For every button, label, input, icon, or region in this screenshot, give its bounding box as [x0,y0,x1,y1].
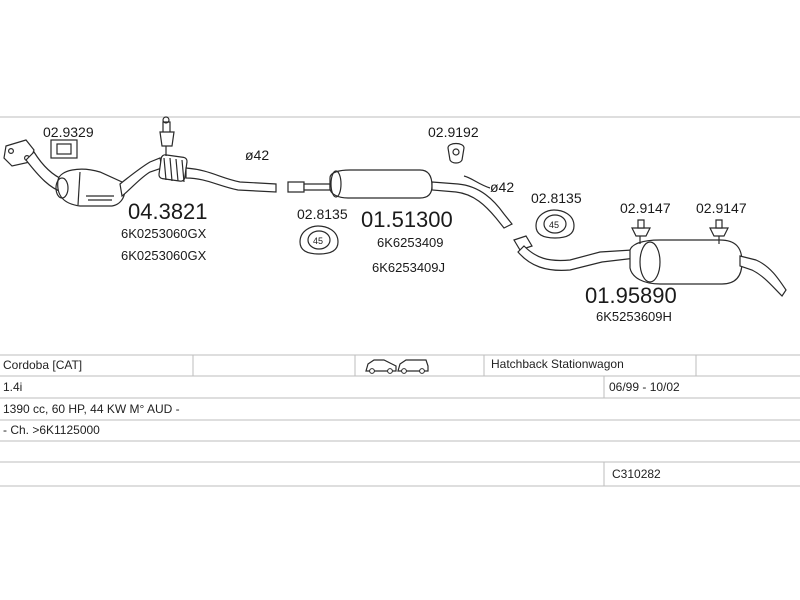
middle-ref-1: 6K6253409 [377,235,444,250]
rear-clamp-size: 45 [549,220,559,230]
middle-code: 01.51300 [361,207,453,232]
catalytic-converter [57,168,126,207]
rear-ref-1: 6K5253609H [596,309,672,324]
engine-specs: 1390 cc, 60 HP, 44 KW M° AUD - [3,402,180,416]
diameter-mid: ø42 [490,179,514,195]
clamp-icon-rear: 45 [535,209,575,239]
catalyst-code: 04.3821 [128,199,208,224]
rear-section: 02.9147 02.9147 45 02.8135 01.95890 6K52… [513,190,787,324]
middle-silencer [329,169,433,199]
middle-section: 02.9192 ø42 45 02.8135 01.51300 6K625340… [287,124,514,275]
gasket-icon [50,139,78,159]
catalog-code: C310282 [612,467,661,481]
rear-code: 01.95890 [585,283,677,308]
hanger-icon-2 [709,219,729,244]
catalyst-ref-1: 6K0253060GX [121,226,207,241]
rear-clamp-code: 02.8135 [531,190,582,206]
catalyst-ref-2: 6K0253060GX [121,248,207,263]
lambda-sensor-icon [159,116,175,156]
hanger-1-code: 02.9147 [620,200,671,216]
rear-silencer [629,239,743,285]
body-types: Hatchback Stationwagon [491,357,624,371]
clamp-icon: 45 [299,225,339,255]
chassis-range: - Ch. >6K1125000 [3,423,100,437]
production-years: 06/99 - 10/02 [609,380,680,394]
hanger-icon-1 [631,219,651,244]
stationwagon-icon [397,359,429,374]
catalyst-gasket-code: 02.9329 [43,124,94,140]
catalyst-section: 02.9329 04.3821 6K0253060GX 6K0253060GX … [3,116,277,263]
hatchback-icon [365,359,397,374]
rubber-mount-icon [447,142,465,164]
hanger-2-code: 02.9147 [696,200,747,216]
front-clamp-size: 45 [313,236,323,246]
middle-ref-2: 6K6253409J [372,260,445,275]
model-name: Cordoba [CAT] [3,358,82,372]
vehicle-info-table: Cordoba [CAT] Hatchback Stationwagon 1.4… [0,354,800,487]
middle-gasket-code: 02.9192 [428,124,479,140]
car-body-icons [365,359,429,374]
engine: 1.4i [3,380,22,394]
diameter-front: ø42 [245,147,269,163]
front-clamp-code: 02.8135 [297,206,348,222]
